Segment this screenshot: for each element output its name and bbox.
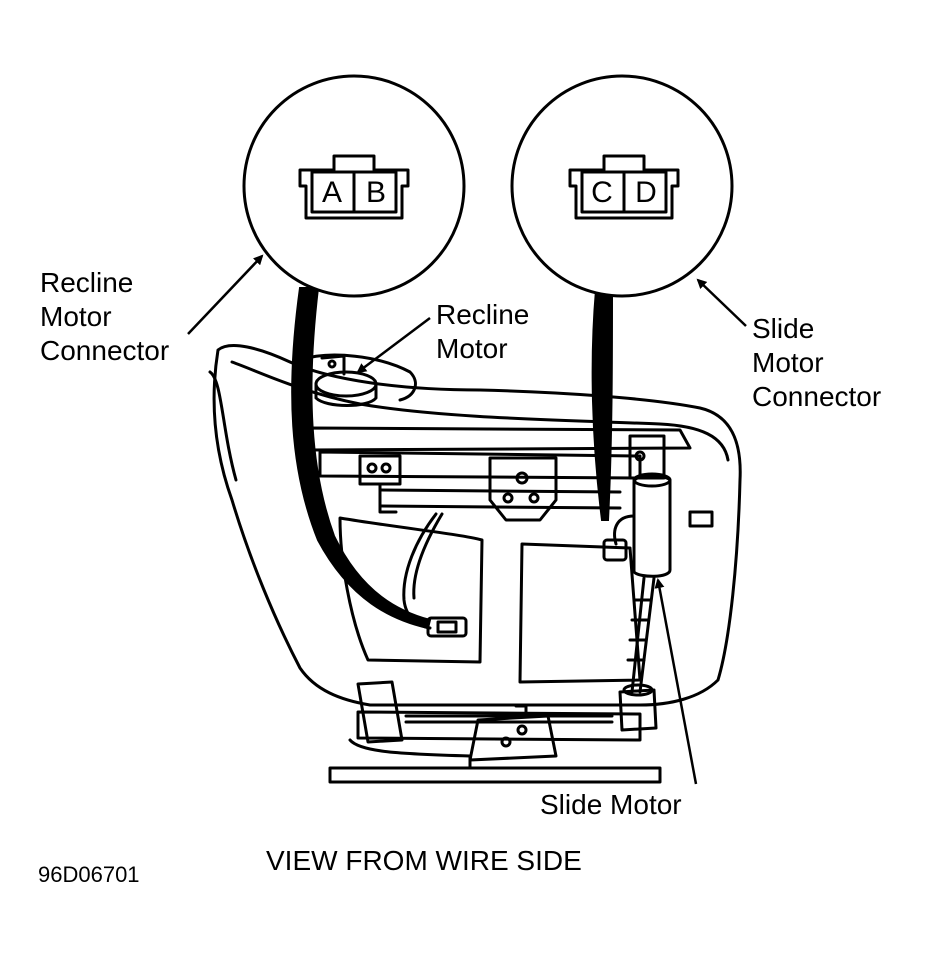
frame-rod (378, 488, 622, 510)
seat-cushion-outline (212, 344, 742, 707)
recline-connector-leader (187, 254, 264, 335)
recline-lead-band (291, 287, 432, 630)
slide-motor-body (632, 474, 672, 578)
seat-foot-left (356, 680, 404, 744)
recline-motor-bracket (320, 354, 346, 376)
recline-motor-body (314, 370, 378, 398)
pin-a: A (322, 176, 342, 209)
pin-c: C (591, 176, 613, 209)
recline-connector-face (298, 154, 410, 220)
frame-bracket-center (488, 456, 558, 522)
seat-pan-right (518, 542, 642, 684)
slide-motor-label: Slide Motor (540, 789, 682, 820)
frame-bracket-left (358, 454, 402, 486)
slide-motor-shaft (630, 576, 656, 694)
slide-rod (404, 714, 614, 724)
figure-id: 96D06701 (38, 862, 140, 887)
slide-rail-lower (328, 766, 662, 784)
frame-top-rail (308, 426, 692, 452)
recline-motor-leader (356, 317, 431, 374)
pin-b: B (366, 176, 386, 209)
seat-cushion-top (298, 353, 417, 402)
seat-cushion-bolster (208, 370, 238, 482)
slide-motor-leader (654, 578, 698, 785)
diagram-caption: VIEW FROM WIRE SIDE (266, 845, 582, 876)
recline-motor-label: Recline Motor (436, 299, 530, 364)
pin-d: D (635, 176, 657, 209)
slide-motor-connector-label: Slide Motor Connector (752, 313, 882, 412)
slide-connector-zoom (510, 74, 734, 298)
slide-connector-leader (696, 278, 747, 327)
recline-motor-connector-label: Recline Motor Connector (40, 267, 170, 366)
slide-rail-upper (356, 710, 642, 742)
slide-connector-face (568, 154, 680, 220)
slide-lead-band (591, 289, 614, 521)
slide-rail-base (348, 738, 472, 770)
slide-harness-connector (602, 538, 628, 562)
slide-gearbox (618, 688, 658, 732)
